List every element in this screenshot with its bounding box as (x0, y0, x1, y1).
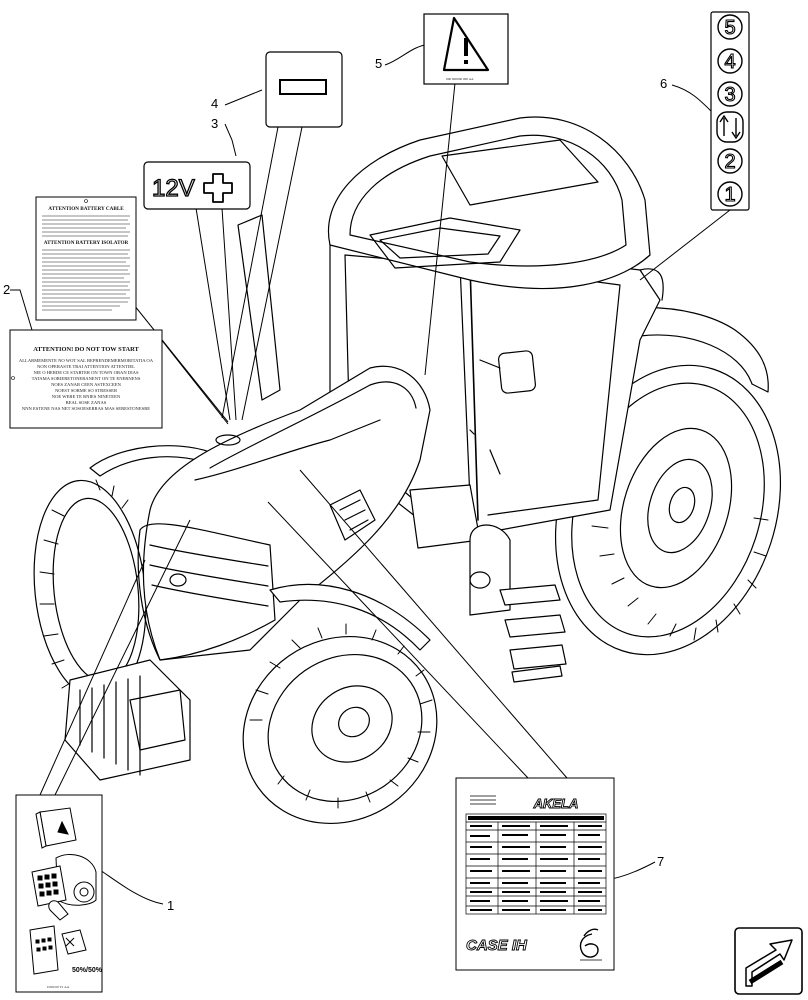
exhaust (237, 214, 281, 401)
akela-table-fill (468, 816, 604, 911)
callout-5: 5 (375, 56, 382, 71)
gear-2: 2 (724, 151, 735, 173)
next-page-arrow-icon[interactable] (734, 927, 803, 995)
svg-text:NIE O HERDE CE STARTER ON TOWN: NIE O HERDE CE STARTER ON TOWN ORAN DIAS (33, 370, 139, 375)
battery-isolator-text-block (42, 249, 130, 311)
case-ih-brand: CASE IH (466, 937, 528, 954)
front-weights (64, 659, 191, 781)
battery-plus-decal: 12V (143, 161, 251, 210)
gear-5: 5 (724, 17, 735, 39)
svg-text:TATAMA SORIERETONERANENT ON TE: TATAMA SORIERETONERANENT ON TE ENERNENS (32, 376, 141, 381)
front-left-wheel (33, 479, 147, 701)
tow-start-heading: ATTENTION! DO NOT TOW START (33, 346, 139, 353)
range-shift-icon (716, 111, 744, 143)
battery-cable-decal: ATTENTION BATTERY CABLE ATTENTION BATTER… (35, 196, 137, 321)
operator-badge: 50%/50% (72, 967, 103, 974)
operator-decal: 50%/50% 0 000 00 V1 AA (15, 794, 103, 993)
front-right-wheel (242, 623, 438, 825)
bonnet (137, 365, 431, 661)
six-gear-logo (579, 928, 602, 961)
callout-7: 7 (657, 854, 664, 869)
svg-text:NON OPERASTE TRAI ATTENTION AT: NON OPERASTE TRAI ATTENTION ATTENTIEL (37, 364, 135, 369)
battery-cable-heading: ATTENTION BATTERY CABLE (48, 206, 124, 212)
callout-numbers: 1 2 3 4 5 6 7 (3, 56, 667, 913)
callout-4: 4 (211, 96, 218, 111)
svg-text:NNN ESTENE NAS NET SOSOESERRAS: NNN ESTENE NAS NET SOSOESERRAS MAS SERES… (22, 406, 150, 411)
akela-decal: AKELA CASE (455, 777, 615, 971)
plus-icon (203, 173, 233, 203)
svg-text:ALLARMEMENTE NO WOT SAL REPREN: ALLARMEMENTE NO WOT SAL REPRENDEMERMORIT… (19, 358, 154, 363)
svg-text:NOE WERE TE RNIES NINETEEN: NOE WERE TE RNIES NINETEEN (52, 394, 121, 399)
battery-isolator-heading: ATTENTION BATTERY ISOLATOR (44, 240, 129, 246)
operator-code: 0 000 00 V1 AA (47, 985, 70, 989)
tow-start-lines: ALLARMEMENTE NO WOT SAL REPRENDEMERMORIT… (19, 358, 154, 411)
svg-text:NOEST SORME SO STRESSER: NOEST SORME SO STRESSER (55, 388, 118, 393)
warning-triangle-icon (442, 16, 490, 72)
gear-1: 1 (724, 184, 735, 206)
akela-table (465, 813, 607, 915)
svg-text:BEAL SOSE ZANAS: BEAL SOSE ZANAS (66, 400, 107, 405)
callout-6: 6 (660, 76, 667, 91)
akela-title: AKELA (533, 796, 579, 811)
tow-start-decal: ATTENTION! DO NOT TOW START ALLARMEMENTE… (9, 329, 163, 429)
minus-icon (279, 79, 327, 95)
battery-minus-decal (265, 51, 343, 128)
battery-voltage-label: 12V (152, 175, 195, 202)
callout-3: 3 (211, 116, 218, 131)
front-right-fender (269, 583, 431, 651)
gear-strip-decal: 5 4 3 2 1 (710, 11, 750, 211)
warning-code: 000 000000 000 AA (446, 77, 474, 81)
svg-text:NOES ZANAR CEEN ASTEXCEEN: NOES ZANAR CEEN ASTEXCEEN (51, 382, 121, 387)
gear-4: 4 (724, 51, 735, 73)
gear-3: 3 (724, 84, 735, 106)
steps-and-tank (409, 484, 567, 683)
leader-lines (10, 44, 731, 905)
callout-2: 2 (3, 282, 10, 297)
callout-1: 1 (167, 898, 174, 913)
battery-cable-text-block (42, 215, 130, 237)
tractor-illustration (33, 116, 782, 825)
operator-manual-icon (29, 807, 97, 975)
warning-decal: 000 000000 000 AA (423, 13, 509, 85)
